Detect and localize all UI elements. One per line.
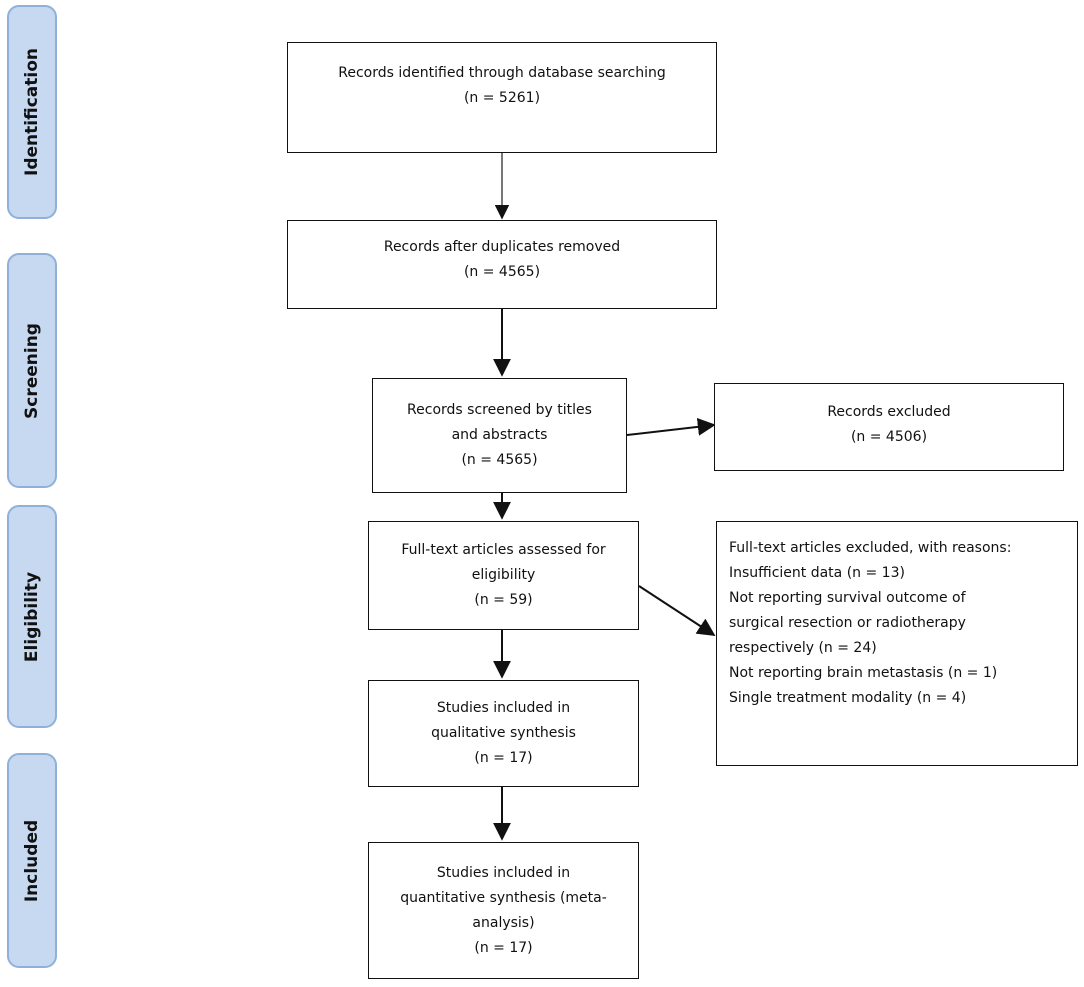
fulltext-line-1: Full-text articles assessed for — [401, 542, 606, 558]
box-after-duplicates: Records after duplicates removed (n = 45… — [287, 220, 717, 309]
fulltext-excluded-line-3: Not reporting survival outcome of — [729, 590, 966, 606]
box-quantitative-synthesis: Studies included in quantitative synthes… — [368, 842, 639, 979]
fulltext-line-2: eligibility — [471, 567, 536, 583]
fulltext-excluded-line-4: surgical resection or radiotherapy — [729, 615, 966, 631]
phase-eligibility: Eligibility — [7, 505, 57, 728]
quantitative-line-3: analysis) — [472, 914, 535, 931]
screened-line-3: (n = 4565) — [461, 452, 538, 468]
fulltext-line-3: (n = 59) — [474, 592, 533, 608]
screened-line-1: Records screened by titles — [407, 402, 592, 418]
fulltext-excluded-line-7: Single treatment modality (n = 4) — [729, 690, 967, 706]
box-full-text-assessed: Full-text articles assessed for eligibil… — [368, 521, 639, 630]
excluded-line-2: (n = 4506) — [850, 429, 928, 445]
box-records-identified: Records identified through database sear… — [287, 42, 717, 153]
qualitative-line-2: qualitative synthesis — [431, 725, 576, 741]
quantitative-line-1: Studies included in — [436, 864, 571, 881]
duplicates-line-2: (n = 4565) — [463, 264, 541, 280]
phase-screening: Screening — [7, 253, 57, 488]
box-full-text-excluded: Full-text articles excluded, with reason… — [716, 521, 1078, 766]
qualitative-line-1: Studies included in — [436, 700, 571, 716]
quantitative-line-2: quantitative synthesis (meta- — [400, 889, 607, 906]
fulltext-excluded-line-5: respectively (n = 24) — [729, 640, 877, 656]
quantitative-line-4: (n = 17) — [474, 939, 533, 956]
fulltext-excluded-line-1: Full-text articles excluded, with reason… — [729, 540, 1012, 556]
box-qualitative-synthesis: Studies included in qualitative synthesi… — [368, 680, 639, 787]
phase-included: Included — [7, 753, 57, 968]
screened-line-2: and abstracts — [451, 427, 548, 443]
identified-line-2: (n = 5261) — [463, 90, 541, 106]
arrow-fulltext-to-fulltext-excluded — [638, 585, 716, 636]
identified-line-1: Records identified through database sear… — [338, 65, 666, 81]
qualitative-line-3: (n = 17) — [474, 750, 533, 766]
duplicates-line-1: Records after duplicates removed — [383, 239, 621, 255]
excluded-line-1: Records excluded — [827, 404, 951, 420]
box-records-excluded: Records excluded (n = 4506) — [714, 383, 1064, 471]
fulltext-excluded-line-2: Insufficient data (n = 13) — [729, 565, 905, 581]
fulltext-excluded-line-6: Not reporting brain metastasis (n = 1) — [729, 665, 998, 681]
phase-identification: Identification — [7, 5, 57, 219]
box-records-screened: Records screened by titles and abstracts… — [372, 378, 627, 493]
arrow-screened-to-excluded — [626, 417, 716, 436]
